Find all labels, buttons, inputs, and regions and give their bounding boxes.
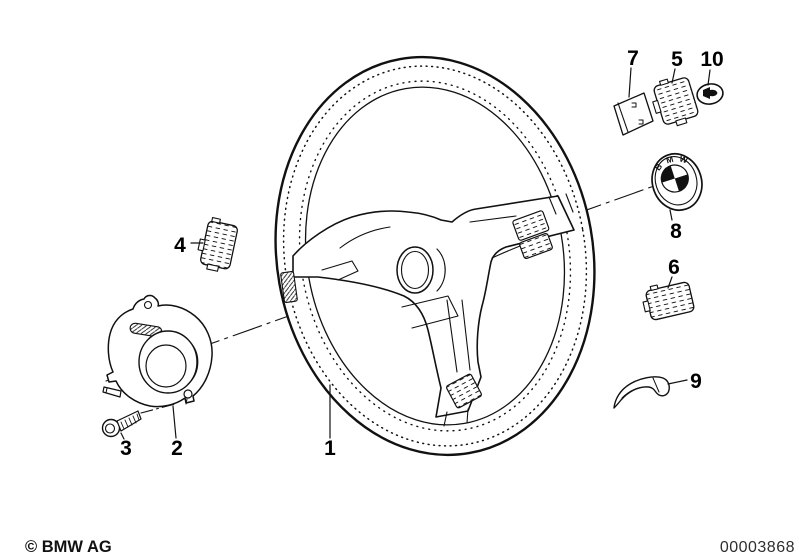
hub-boss-outer bbox=[396, 246, 434, 294]
rim-joint-tick-right-2 bbox=[565, 193, 574, 213]
contact-plate-body bbox=[613, 92, 654, 136]
steering-wheel bbox=[274, 55, 596, 457]
callout-9-leader bbox=[667, 379, 688, 385]
callout-8-leader bbox=[669, 209, 673, 221]
hub-boss-inner bbox=[400, 250, 430, 290]
emblem-quadrant-dark-2 bbox=[661, 165, 675, 183]
hub-bore-inner bbox=[145, 344, 187, 388]
hub-plate-pin bbox=[102, 386, 122, 398]
spoke-switch-block-bottom bbox=[446, 373, 482, 409]
spoke-switch-block-lower bbox=[519, 232, 553, 260]
contact-spring-end-line bbox=[652, 377, 660, 393]
spoke-switch-block-upper bbox=[512, 210, 550, 241]
callout-2-leader bbox=[172, 405, 177, 439]
horn-icon bbox=[703, 87, 718, 99]
pad-crease-left bbox=[339, 226, 391, 249]
pad-crease-lower bbox=[401, 295, 459, 329]
switch-block-5 bbox=[652, 77, 699, 127]
contact-plate-fold bbox=[617, 102, 629, 133]
rim-stipple-inner bbox=[298, 80, 572, 432]
rim-stipple-outer bbox=[282, 65, 588, 447]
callout-8[interactable]: 8 bbox=[670, 220, 682, 243]
rim-joint-tick-bottom-1 bbox=[443, 411, 448, 427]
spoke-contact-patch-left bbox=[280, 270, 298, 304]
callout-6-leader bbox=[667, 276, 673, 289]
bmw-roundel-icon: B M W bbox=[651, 153, 703, 211]
contact-plate-hole-2 bbox=[638, 119, 644, 125]
emblem-quadrant-dark-1 bbox=[674, 174, 689, 192]
callout-5-leader bbox=[671, 68, 676, 84]
diagram-number: 00003868 bbox=[720, 539, 795, 556]
emblem-inner-ring bbox=[654, 156, 698, 206]
hub-plate-tab-hole bbox=[143, 300, 153, 310]
switch-block-6 bbox=[642, 281, 695, 321]
lower-spoke-line-1 bbox=[446, 299, 458, 373]
callout-7[interactable]: 7 bbox=[627, 47, 639, 70]
emblem-letter-b: B bbox=[653, 161, 665, 172]
copyright-text: © BMW AG bbox=[25, 538, 112, 556]
callout-3[interactable]: 3 bbox=[120, 437, 132, 460]
hub-housing-arc bbox=[436, 248, 446, 292]
pad-fold-left bbox=[321, 260, 359, 281]
callout-1[interactable]: 1 bbox=[324, 437, 336, 460]
wheel-center-pad bbox=[292, 195, 575, 418]
hub-plate-bottom-hole bbox=[183, 389, 193, 399]
callout-7-leader bbox=[628, 67, 632, 98]
rim-joint-tick-right-1 bbox=[548, 196, 557, 215]
right-spoke-line-1 bbox=[469, 215, 517, 223]
callout-2[interactable]: 2 bbox=[171, 437, 183, 460]
contact-plate-hole-1 bbox=[631, 102, 637, 108]
callout-6[interactable]: 6 bbox=[668, 256, 680, 279]
hub-plate-pin-line bbox=[105, 387, 108, 394]
emblem-letter-m: M bbox=[665, 154, 675, 166]
emblem-letter-w: W bbox=[678, 153, 690, 165]
contact-spring-inner-line bbox=[621, 386, 650, 399]
callout-5[interactable]: 5 bbox=[671, 48, 683, 71]
lower-spoke-line-2 bbox=[461, 299, 471, 371]
screw-head-inner bbox=[104, 423, 116, 434]
callout-10-leader bbox=[707, 69, 711, 86]
contact-plate-7 bbox=[613, 92, 654, 136]
switch-block-4 bbox=[197, 217, 238, 272]
contact-spring-9 bbox=[613, 376, 670, 409]
hub-plate-bottom-tick bbox=[185, 398, 188, 405]
right-spoke-line-2 bbox=[491, 245, 521, 259]
hub-adapter-plate bbox=[102, 294, 213, 408]
callout-9[interactable]: 9 bbox=[690, 370, 702, 393]
callout-3-leader bbox=[120, 432, 125, 440]
screw-threads bbox=[120, 413, 140, 430]
rim-joint-tick-bottom-2 bbox=[466, 408, 469, 424]
screw bbox=[101, 410, 142, 438]
callout-4[interactable]: 4 bbox=[174, 234, 186, 257]
callout-10[interactable]: 10 bbox=[700, 48, 723, 71]
hub-bore-depth-arc bbox=[187, 341, 199, 385]
